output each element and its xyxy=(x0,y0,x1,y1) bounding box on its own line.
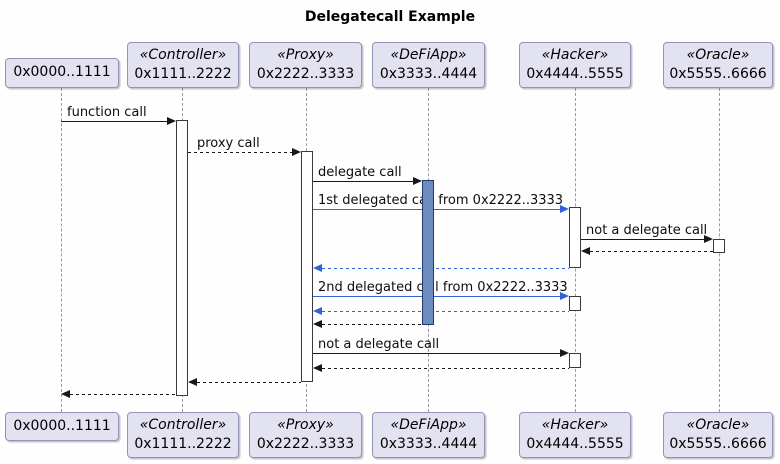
arrow-line xyxy=(313,353,560,354)
message-label: not a delegate call xyxy=(318,337,440,352)
arrow-line xyxy=(322,311,569,312)
participant-stereotype: «Oracle» xyxy=(686,46,750,63)
participant-stereotype: «Oracle» xyxy=(686,416,750,433)
participant-top-user: 0x0000..1111 xyxy=(5,58,119,88)
participant-name: 0x2222..3333 xyxy=(256,436,355,452)
arrow-line xyxy=(322,368,569,369)
arrow-line xyxy=(590,251,713,252)
message-label: delegate call xyxy=(318,165,402,180)
participant-top-controller: «Controller» 0x1111..2222 xyxy=(127,42,239,88)
participant-stereotype: «DeFiApp» xyxy=(390,46,467,63)
arrow-head xyxy=(61,389,70,398)
participant-bottom-controller: «Controller» 0x1111..2222 xyxy=(127,412,239,458)
message-label: proxy call xyxy=(197,136,260,151)
arrow-line xyxy=(188,152,292,153)
participant-name: 0x5555..6666 xyxy=(669,66,767,82)
participant-stereotype: «DeFiApp» xyxy=(390,416,467,433)
arrow-head xyxy=(313,263,322,272)
participant-name: 0x0000..1111 xyxy=(13,64,111,81)
lifeline-user xyxy=(61,88,62,412)
arrow-line xyxy=(313,296,560,297)
arrow-line xyxy=(70,394,176,395)
participant-stereotype: «Controller» xyxy=(139,416,227,433)
message-label: not a delegate call xyxy=(586,223,708,238)
arrow-line xyxy=(313,181,413,182)
message-label: function call xyxy=(67,105,147,120)
activation-defiapp-delegatecall xyxy=(422,180,434,325)
participant-name: 0x4444..5555 xyxy=(526,66,624,82)
arrow-head xyxy=(581,246,590,255)
arrow-head xyxy=(560,348,569,357)
participant-name: 0x5555..6666 xyxy=(669,436,767,452)
arrow-line xyxy=(197,382,301,383)
participant-name: 0x0000..1111 xyxy=(13,417,111,434)
participant-name: 0x1111..2222 xyxy=(134,66,232,82)
participant-stereotype: «Hacker» xyxy=(541,46,609,63)
arrow-line xyxy=(581,239,704,240)
arrow-head xyxy=(188,377,197,386)
message-label: 2nd delegated call from 0x2222..3333 xyxy=(318,280,568,295)
participant-name: 0x4444..5555 xyxy=(526,436,624,452)
arrow-head xyxy=(292,147,301,156)
participant-bottom-defiapp: «DeFiApp» 0x3333..4444 xyxy=(372,412,485,458)
arrow-head xyxy=(704,234,713,243)
arrow-line xyxy=(313,209,560,210)
participant-top-defiapp: «DeFiApp» 0x3333..4444 xyxy=(372,42,485,88)
participant-stereotype: «Hacker» xyxy=(541,416,609,433)
arrow-head xyxy=(313,306,322,315)
activation-proxy xyxy=(301,151,313,382)
activation-hacker-2 xyxy=(569,296,581,311)
arrow-head xyxy=(167,116,176,125)
participant-stereotype: «Proxy» xyxy=(277,46,334,63)
message-label: 1st delegated call from 0x2222..3333 xyxy=(318,193,564,208)
participant-bottom-user: 0x0000..1111 xyxy=(5,412,119,441)
activation-hacker-1 xyxy=(569,207,581,268)
participant-name: 0x1111..2222 xyxy=(134,436,232,452)
diagram-title: Delegatecall Example xyxy=(304,9,476,25)
participant-bottom-hacker: «Hacker» 0x4444..5555 xyxy=(519,412,631,458)
participant-name: 0x3333..4444 xyxy=(379,66,478,82)
participant-name: 0x3333..4444 xyxy=(379,436,478,452)
participant-bottom-proxy: «Proxy» 0x2222..3333 xyxy=(249,412,362,458)
participant-bottom-oracle: «Oracle» 0x5555..6666 xyxy=(663,412,773,458)
arrow-head xyxy=(560,291,569,300)
participant-stereotype: «Controller» xyxy=(139,46,227,63)
participant-top-hacker: «Hacker» 0x4444..5555 xyxy=(519,42,631,88)
arrow-line xyxy=(61,121,167,122)
participant-name: 0x2222..3333 xyxy=(256,66,355,82)
participant-top-oracle: «Oracle» 0x5555..6666 xyxy=(663,42,773,88)
participant-stereotype: «Proxy» xyxy=(277,416,334,433)
arrow-head xyxy=(560,204,569,213)
arrow-head xyxy=(313,319,322,328)
activation-oracle xyxy=(713,239,725,253)
arrow-line xyxy=(322,324,422,325)
arrow-line xyxy=(322,268,569,269)
arrow-head xyxy=(313,363,322,372)
activation-hacker-3 xyxy=(569,353,581,368)
arrow-head xyxy=(413,176,422,185)
activation-controller xyxy=(176,120,188,396)
participant-top-proxy: «Proxy» 0x2222..3333 xyxy=(249,42,362,88)
